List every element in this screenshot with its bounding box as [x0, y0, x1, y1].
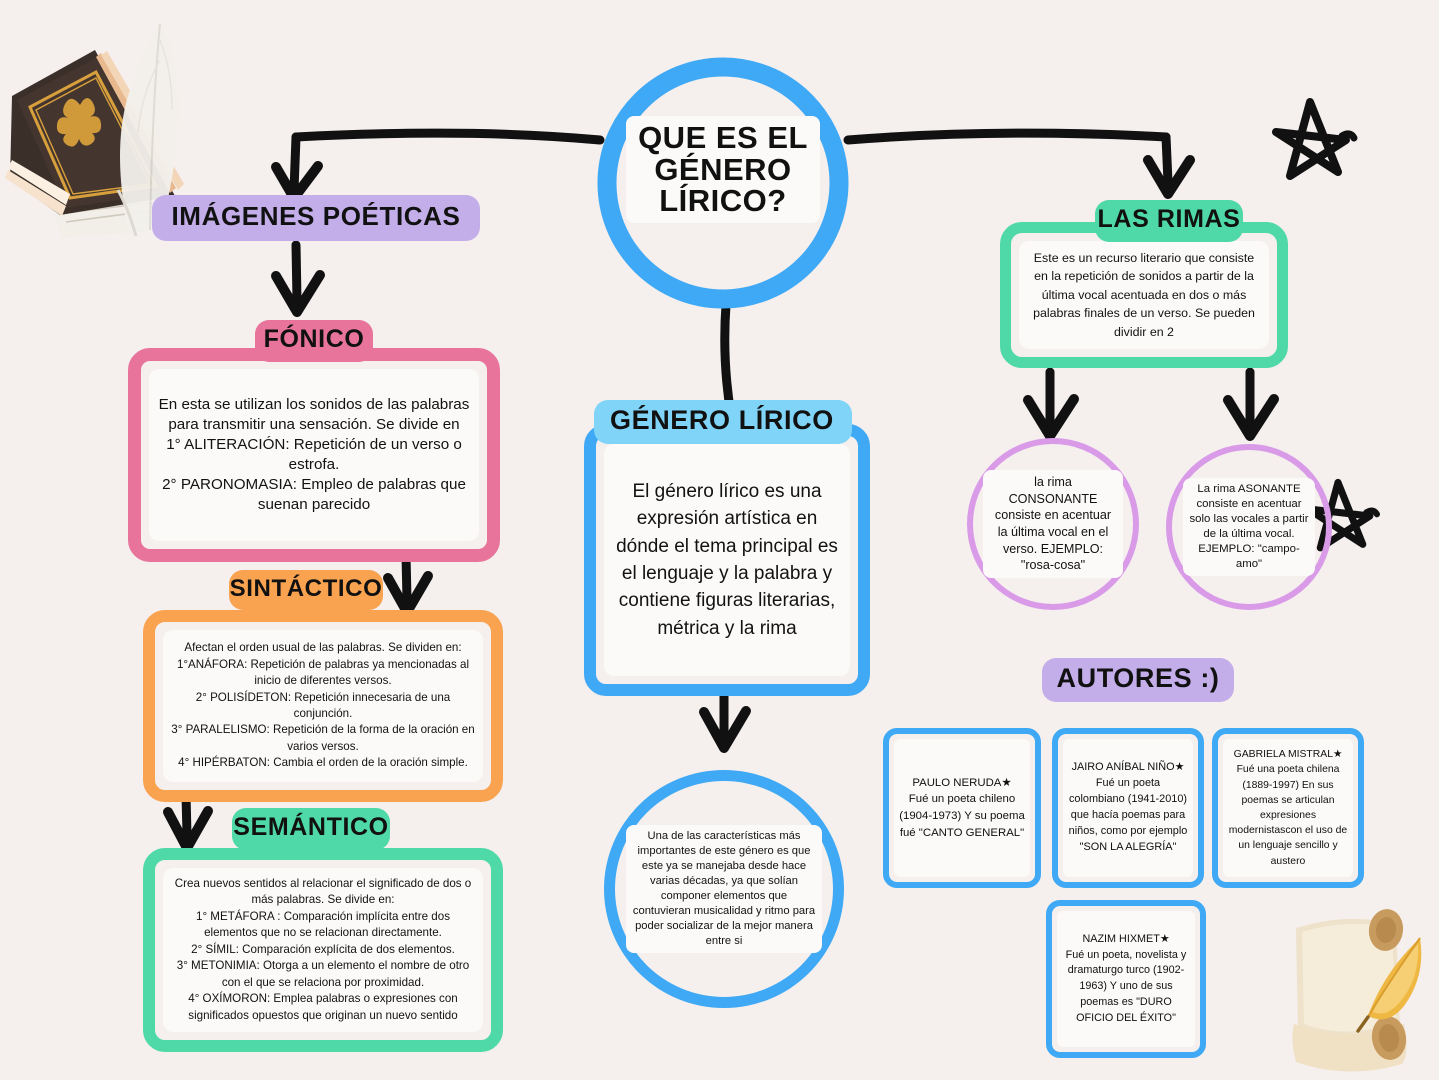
las-rimas-card: Este es un recurso literario que consist…: [1000, 222, 1288, 368]
las-rimas-title[interactable]: LAS RIMAS: [1095, 200, 1243, 242]
semantico-title[interactable]: SEMÁNTICO: [232, 808, 390, 850]
sintactico-body-wrap: Afectan el orden usual de las palabras. …: [163, 630, 483, 782]
genero-lirico-note-circle: Una de las características más important…: [604, 770, 844, 1008]
author-card-body-wrap: PAULO NERUDA★ Fué un poeta chileno (1904…: [894, 739, 1030, 877]
rima-asonante-circle: La rima ASONANTE consiste en acentuar so…: [1166, 444, 1332, 610]
genero-lirico-body-wrap: El género lírico es una expresión artíst…: [604, 444, 850, 676]
rima-asonante-wrap: La rima ASONANTE consiste en acentuar so…: [1183, 477, 1315, 577]
author-card-nazim-hixmet[interactable]: NAZIM HIXMET★ Fué un poeta, novelista y …: [1046, 900, 1206, 1058]
sintactico-card: Afectan el orden usual de las palabras. …: [143, 610, 503, 802]
sintactico-title[interactable]: SINTÁCTICO: [229, 570, 383, 610]
genero-lirico-note-wrap: Una de las características más important…: [626, 825, 822, 953]
author-name: GABRIELA MISTRAL: [1233, 749, 1333, 761]
fonico-body: En esta se utilizan los sonidos de las p…: [158, 395, 470, 514]
author-bio: Fué un poeta, novelista y dramaturgo tur…: [1065, 948, 1187, 1024]
author-card-jairo-anibal-nino[interactable]: JAIRO ANÍBAL NIÑO★ Fué un poeta colombia…: [1052, 728, 1204, 888]
fonico-body-wrap: En esta se utilizan los sonidos de las p…: [149, 369, 479, 541]
star-icon: ★: [1333, 749, 1343, 761]
author-card-body-wrap: NAZIM HIXMET★ Fué un poeta, novelista y …: [1057, 911, 1195, 1047]
author-bio: Fué un poeta chileno (1904-1973) Y su po…: [899, 793, 1025, 839]
semantico-card: Crea nuevos sentidos al relacionar el si…: [143, 848, 503, 1052]
author-name: JAIRO ANÍBAL NIÑO: [1071, 761, 1175, 774]
rima-consonante-circle: la rima CONSONANTE consiste en acentuar …: [967, 438, 1139, 610]
rima-consonante-wrap: la rima CONSONANTE consiste en acentuar …: [983, 469, 1123, 579]
genero-lirico-body: El género lírico es una expresión artíst…: [616, 480, 838, 639]
autores-title[interactable]: AUTORES :): [1042, 658, 1234, 702]
rima-consonante-text: la rima CONSONANTE consiste en acentuar …: [994, 474, 1112, 573]
fonico-card: En esta se utilizan los sonidos de las p…: [128, 348, 500, 562]
center-node: QUE ES EL GÉNERO LÍRICO?: [592, 52, 854, 314]
star-icon: ★: [1159, 932, 1170, 945]
author-name: NAZIM HIXMET: [1082, 932, 1160, 945]
author-card-paulo-neruda[interactable]: PAULO NERUDA★ Fué un poeta chileno (1904…: [883, 728, 1041, 888]
author-name: PAULO NERUDA: [912, 776, 1002, 789]
las-rimas-body: Este es un recurso literario que consist…: [1033, 251, 1255, 339]
las-rimas-body-wrap: Este es un recurso literario que consist…: [1019, 241, 1269, 349]
author-bio: Fué un poeta colombiano (1941-2010) que …: [1068, 777, 1188, 853]
fonico-title[interactable]: FÓNICO: [255, 320, 373, 362]
sintactico-body: Afectan el orden usual de las palabras. …: [171, 641, 475, 770]
author-card-gabriela-mistral[interactable]: GABRIELA MISTRAL★ Fué una poeta chilena …: [1212, 728, 1364, 888]
rima-asonante-text: La rima ASONANTE consiste en acentuar so…: [1189, 482, 1309, 571]
imagenes-poeticas-title[interactable]: IMÁGENES POÉTICAS: [152, 195, 480, 241]
center-title: QUE ES EL GÉNERO LÍRICO?: [626, 116, 820, 223]
genero-lirico-card: El género lírico es una expresión artíst…: [584, 424, 870, 696]
star-icon: ★: [1001, 776, 1012, 789]
author-card-body-wrap: JAIRO ANÍBAL NIÑO★ Fué un poeta colombia…: [1063, 739, 1193, 877]
semantico-body: Crea nuevos sentidos al relacionar el si…: [174, 876, 472, 1022]
genero-lirico-note: Una de las características más important…: [632, 830, 816, 947]
author-card-body-wrap: GABRIELA MISTRAL★ Fué una poeta chilena …: [1223, 739, 1353, 877]
semantico-body-wrap: Crea nuevos sentidos al relacionar el si…: [163, 868, 483, 1032]
genero-lirico-title[interactable]: GÉNERO LÍRICO: [594, 400, 852, 444]
star-icon: ★: [1174, 761, 1185, 774]
author-bio: Fué una poeta chilena (1889-1997) En sus…: [1228, 764, 1348, 867]
